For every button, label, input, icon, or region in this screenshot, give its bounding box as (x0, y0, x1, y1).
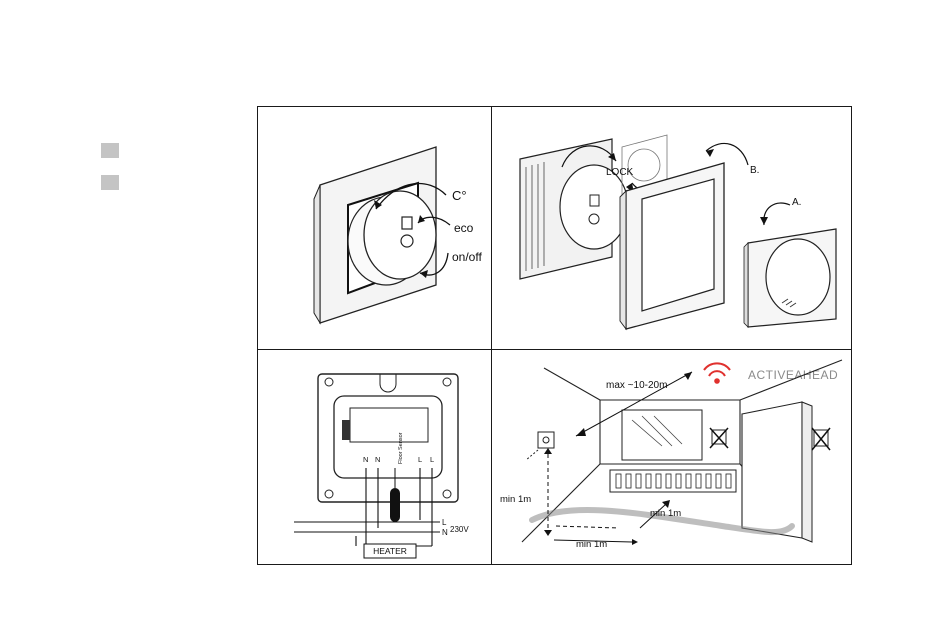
panel-placement: ACTIVEAHEAD (492, 350, 851, 564)
min-height-label: min 1m (500, 494, 531, 505)
brand-name: ACTIVEAHEAD (748, 368, 838, 382)
terminal-l2: L (430, 455, 434, 464)
supply-line-l: L (442, 518, 447, 527)
assembly-illustration: LOCK B. A. (492, 107, 851, 349)
bullet-1 (101, 143, 119, 158)
thermostat-front-illustration: C° eco on/off (258, 107, 491, 349)
label-eco: eco (454, 221, 474, 235)
terminal-n2: N (375, 455, 380, 464)
panel-wiring: N N L L Floor Sensor L N 230V HEATER (258, 350, 491, 564)
terminal-l1: L (418, 455, 422, 464)
label-lock: LOCK (606, 167, 634, 178)
label-temperature: C° (452, 188, 467, 203)
bullet-2 (101, 175, 119, 190)
wifi-icon (704, 363, 730, 382)
min-side-label: min 1m (650, 508, 681, 519)
room-placement-diagram: ACTIVEAHEAD (492, 350, 851, 564)
panel-controls: C° eco on/off (258, 107, 491, 349)
terminal-n1: N (363, 455, 368, 464)
panel-assembly: LOCK B. A. (492, 107, 851, 349)
range-label: max ~10-20m (606, 380, 667, 391)
supply-voltage: 230V (450, 525, 469, 534)
min-floor-label: min 1m (576, 539, 607, 550)
supply-line-n: N (442, 528, 448, 537)
label-on-off: on/off (452, 250, 482, 264)
label-frame-b: B. (750, 165, 759, 176)
wiring-diagram: N N L L Floor Sensor L N 230V HEATER (258, 350, 491, 564)
terminal-floor-sensor: Floor Sensor (398, 432, 404, 464)
heater-label: HEATER (373, 546, 407, 556)
label-cover-a: A. (792, 197, 801, 208)
